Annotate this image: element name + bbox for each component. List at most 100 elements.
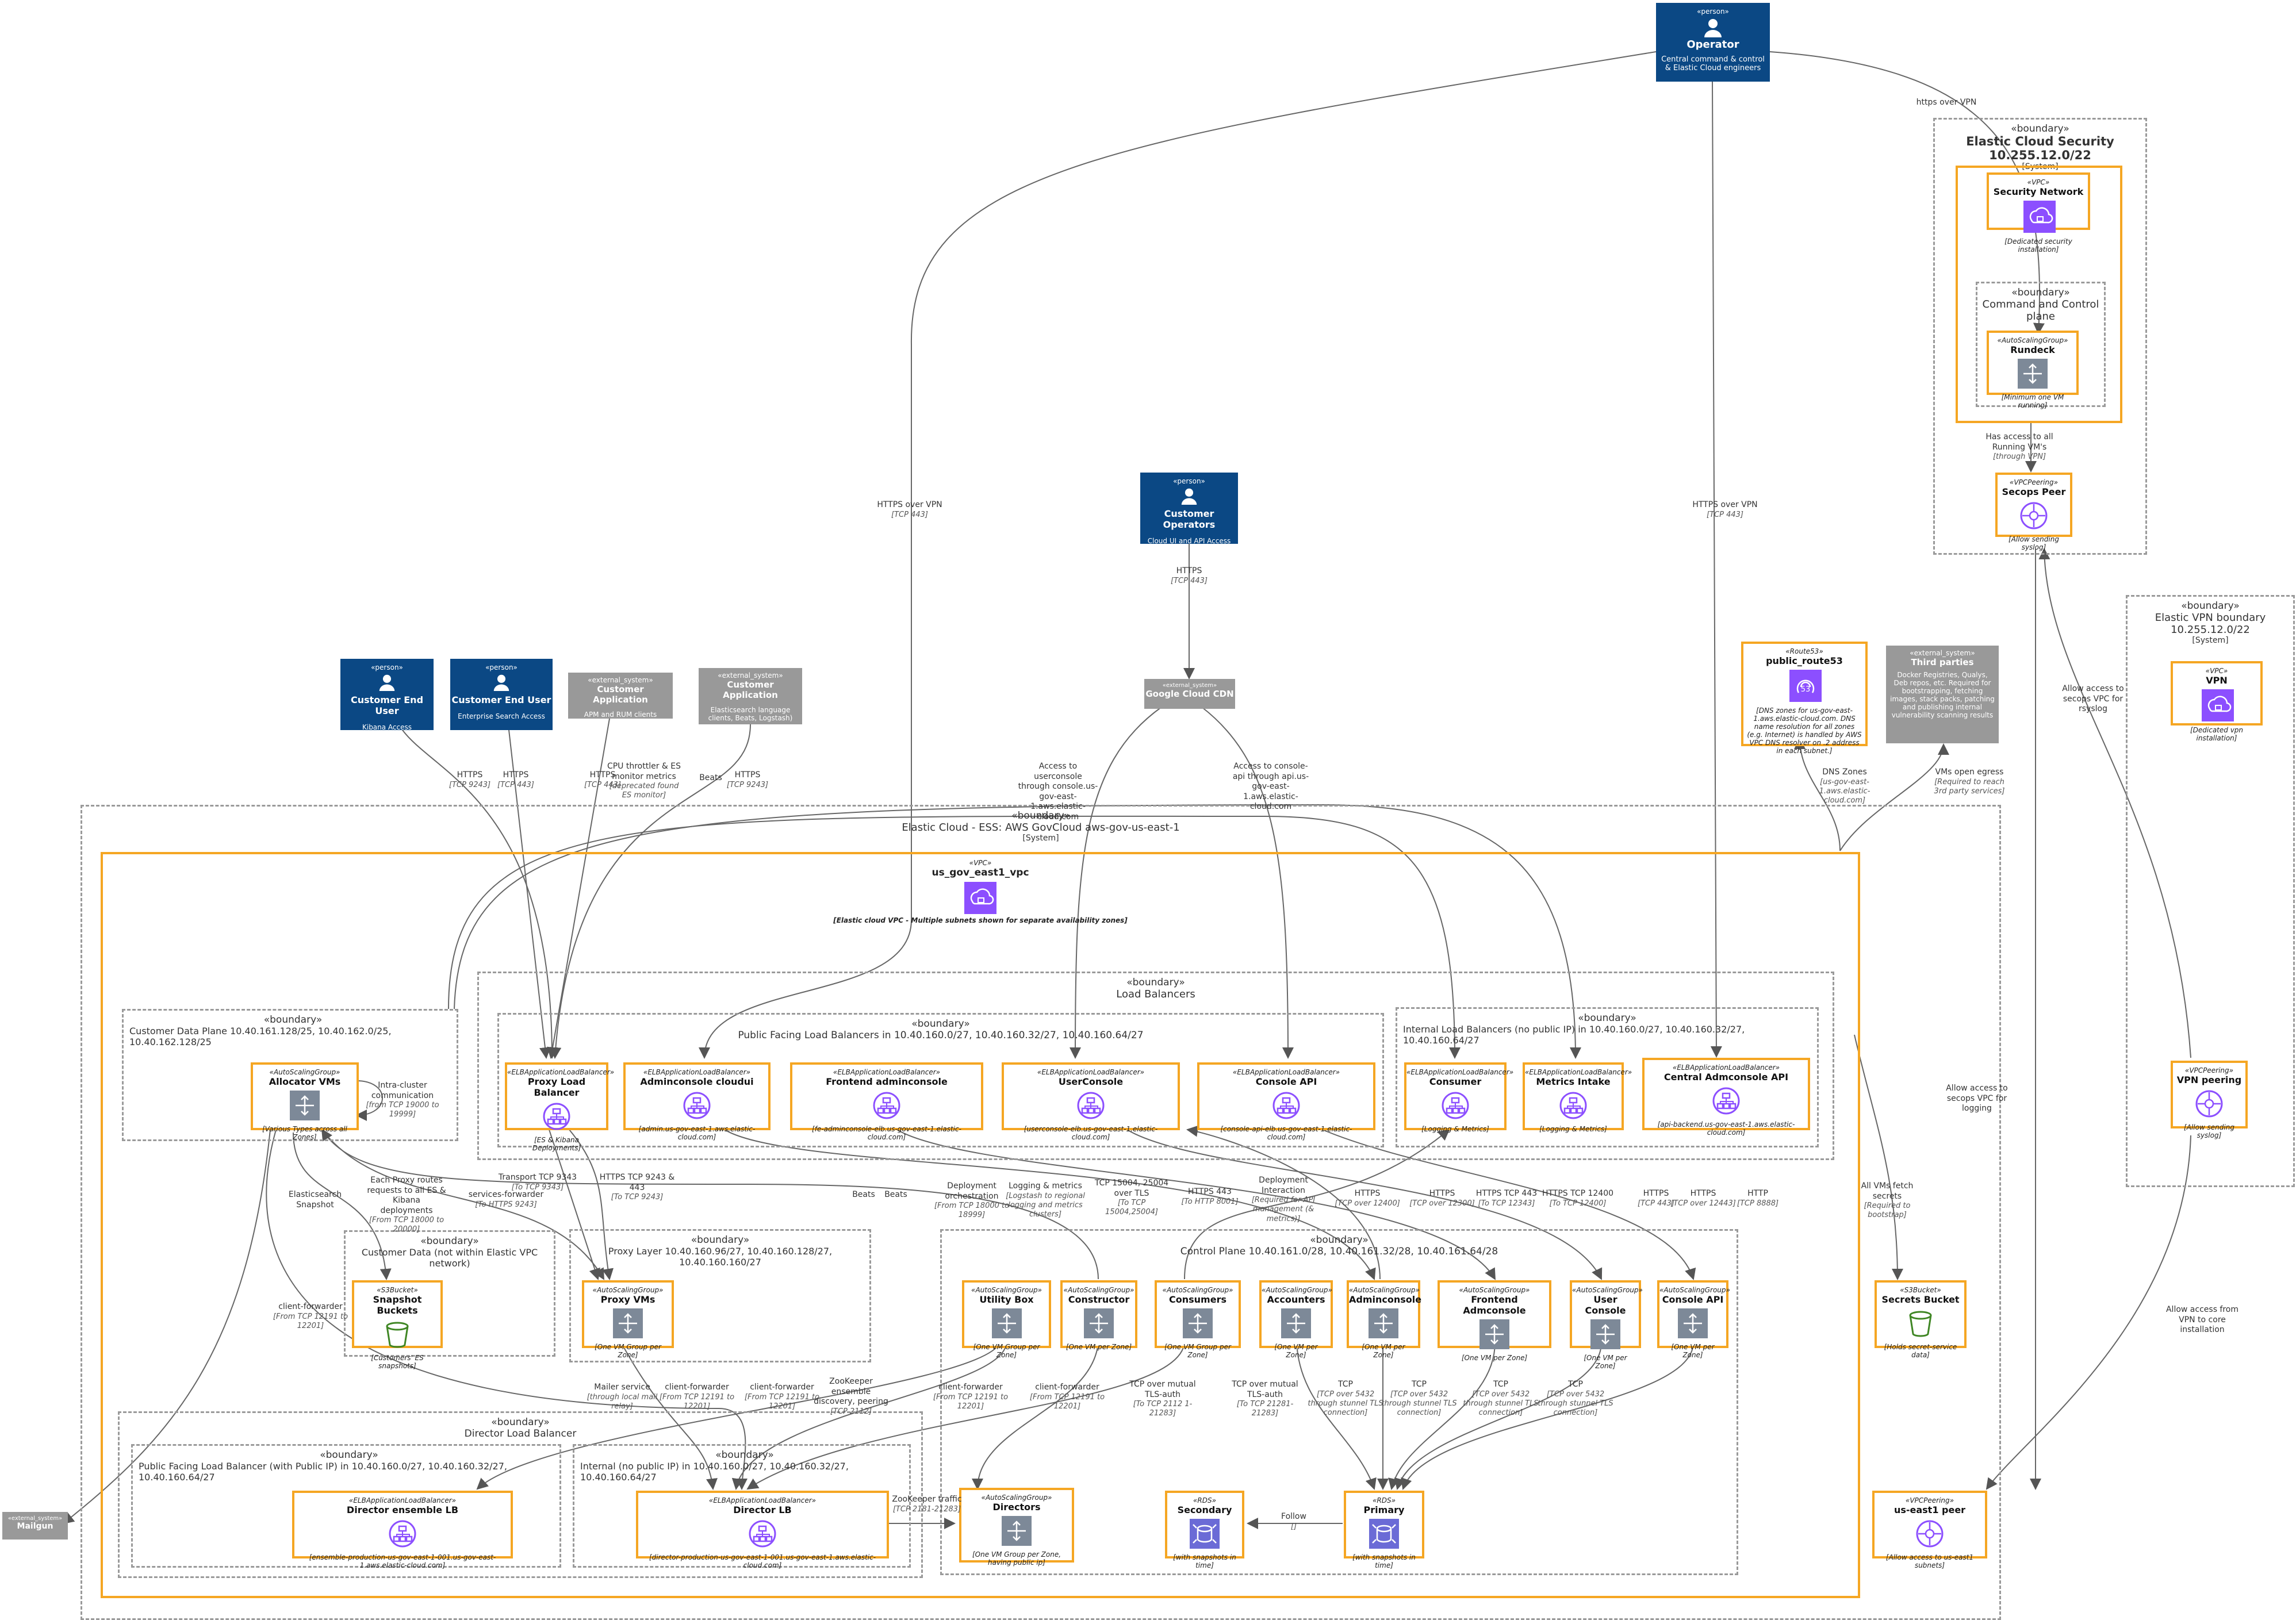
edge-label-text: HTTPS	[1429, 1189, 1455, 1198]
edge-capi-vm	[1322, 1129, 1696, 1280]
node-utility[interactable]: «AutoScalingGroup»Utility Box[One VM Gro…	[962, 1280, 1051, 1359]
external-title: Third parties	[1911, 657, 1974, 667]
external-es-app[interactable]: «external_system» Customer Application E…	[699, 668, 802, 724]
external-mailgun[interactable]: «external_system» Mailgun	[2, 1512, 68, 1540]
boundary-title: Proxy Layer 10.40.160.96/27, 10.40.160.1…	[608, 1246, 833, 1268]
edge-label-text: Beats	[699, 773, 722, 782]
node-title: Secops Peer	[2002, 486, 2066, 497]
edge-label-tech: [us-gov-east-1.aws.elastic-cloud.com]	[1819, 777, 1870, 805]
edge-label-text: HTTPS	[1690, 1189, 1716, 1198]
edge-label: CPU throttler & ES monitor metrics[depre…	[604, 762, 684, 801]
node-stereotype: «VPC»	[2027, 178, 2050, 186]
node-vpnpeer[interactable]: «VPCPeering»VPN peering[Allow sending sy…	[2171, 1061, 2248, 1139]
edge-label: Allow access from VPN to core installati…	[2162, 1305, 2243, 1335]
node-title: Director LB	[733, 1504, 792, 1515]
edge-label-tech: []	[1290, 1522, 1297, 1531]
person-title: Customer End User	[350, 694, 424, 716]
node-stereotype: «ELBApplicationLoadBalancer»	[1406, 1068, 1514, 1076]
node-dirlb[interactable]: «ELBApplicationLoadBalancer»Director LB[…	[636, 1491, 889, 1569]
node-plb[interactable]: «ELBApplicationLoadBalancer»Proxy Load B…	[505, 1062, 614, 1152]
node-ensemble[interactable]: «ELBApplicationLoadBalancer»Director ens…	[292, 1491, 513, 1569]
edge-label: Deployment orchestration[From TCP 18000 …	[932, 1181, 1012, 1220]
edge-label: client-forwarder[From TCP 12191 to 12201…	[742, 1383, 822, 1411]
person-enterprise-search-user[interactable]: «person» Customer End User Enterprise Se…	[450, 659, 553, 730]
person-kibana-user[interactable]: «person» Customer End User Kibana Access	[340, 659, 434, 731]
node-secondary[interactable]: «RDS»Secondary[with snapshots in time]	[1165, 1491, 1244, 1569]
node-secnet[interactable]: «VPC»Security Network[Dedicated security…	[1987, 172, 2090, 254]
edge-label-text: HTTPS	[1176, 566, 1202, 575]
external-stereotype: «external_system»	[588, 676, 653, 684]
node-title: Secrets Bucket	[1881, 1294, 1960, 1305]
node-desc: [Logging & Metrics]	[1421, 1125, 1489, 1133]
boundary-title: Control Plane 10.40.161.0/28, 10.40.161.…	[1180, 1246, 1498, 1257]
node-accountants[interactable]: «AutoScalingGroup»Accounters[One VM per …	[1259, 1280, 1333, 1359]
person-customer-operators[interactable]: «person» Customer Operators Cloud UI and…	[1140, 473, 1238, 545]
node-primary[interactable]: «RDS»Primary[with snapshots in time]	[1344, 1491, 1424, 1569]
node-stereotype: «VPC»	[2205, 667, 2228, 675]
node-stereotype: «AutoScalingGroup»	[1459, 1286, 1530, 1294]
edge-label: ZooKeeper traffic[TCP 2181-21283]	[887, 1495, 967, 1514]
node-adminconsole[interactable]: «AutoScalingGroup»Adminconsole[One VM pe…	[1347, 1280, 1421, 1359]
edge-label: client-forwarder[From TCP 12191 to 12201…	[270, 1302, 351, 1331]
elb-icon	[748, 1519, 777, 1551]
node-secpeer[interactable]: «VPCPeering»Secops Peer[Allow sending sy…	[1995, 473, 2072, 551]
edge-label-text: HTTPS	[589, 770, 616, 780]
edge-operator-centralapi	[1710, 80, 1722, 1058]
node-stereotype: «S3Bucket»	[377, 1286, 418, 1294]
boundary-title: Public Facing Load Balancers in 10.40.16…	[738, 1030, 1144, 1041]
node-consumer[interactable]: «ELBApplicationLoadBalancer»Consumer [Log…	[1404, 1062, 1514, 1133]
node-title: Secondary	[1177, 1504, 1232, 1515]
node-metrics[interactable]: «ELBApplicationLoadBalancer»Metrics Inta…	[1523, 1062, 1632, 1133]
node-directors[interactable]: «AutoScalingGroup»Directors[One VM Group…	[959, 1488, 1074, 1567]
edge-label: ZooKeeper ensemble discovery, peering[TC…	[811, 1377, 891, 1416]
node-secrets[interactable]: «S3Bucket»Secrets Bucket[Holds secret-se…	[1875, 1280, 1967, 1359]
external-google-cdn[interactable]: «external_system» Google Cloud CDN	[1144, 679, 1235, 709]
node-proxyvms[interactable]: «AutoScalingGroup»Proxy VMs[One VM Group…	[582, 1280, 674, 1359]
edge-plb-proxy	[549, 1129, 600, 1280]
node-title: Snapshot Buckets	[373, 1294, 422, 1316]
autoscaling-icon	[1678, 1308, 1708, 1341]
node-title: Consumer	[1429, 1076, 1482, 1087]
edge-cdp-consumer	[448, 815, 1461, 1059]
node-snap[interactable]: «S3Bucket»Snapshot Buckets[Customers' ES…	[352, 1280, 443, 1370]
edge-utility-dirlb	[731, 1342, 1007, 1490]
edge-label-tech: [TCP over 5432 through stunnel TLS conne…	[1308, 1389, 1383, 1418]
external-third-parties[interactable]: «external_system» Third parties Docker R…	[1886, 646, 1999, 743]
edge-label-tech: [TCP 2112]	[830, 1407, 872, 1416]
person-operator[interactable]: «person» Operator Central command & cont…	[1656, 3, 1770, 82]
node-consoleapivm[interactable]: «AutoScalingGroup»Console API[One VM per…	[1657, 1280, 1730, 1359]
edge-label-tech: [TCP over 12443]	[1670, 1199, 1736, 1208]
person-stereotype: «person»	[1697, 7, 1729, 16]
external-apm-app[interactable]: «external_system» Customer Application A…	[568, 673, 673, 719]
edge-label-tech: [TCP 443]	[584, 780, 621, 789]
node-feadmin[interactable]: «ELBApplicationLoadBalancer»Frontend adm…	[790, 1062, 983, 1141]
edge-label-text: HTTPS	[1643, 1189, 1669, 1198]
node-ucon[interactable]: «ELBApplicationLoadBalancer»UserConsole[…	[1002, 1062, 1180, 1141]
node-rundeck[interactable]: «AutoScalingGroup»Rundeck[Minimum one VM…	[1987, 331, 2079, 409]
edge-label: HTTPS TCP 12400[To TCP 12400]	[1538, 1189, 1618, 1208]
autoscaling-icon	[1183, 1308, 1213, 1341]
node-capi[interactable]: «ELBApplicationLoadBalancer»Console API[…	[1197, 1062, 1375, 1141]
edge-cdn-capi	[1201, 707, 1294, 1059]
vpc-title: us_gov_east1_vpc	[932, 867, 1029, 878]
node-title: Metrics Intake	[1536, 1076, 1611, 1087]
main-vpc-frame: «VPC» us_gov_east1_vpc [Elastic cloud VP…	[101, 852, 1860, 1598]
node-constructor[interactable]: «AutoScalingGroup»Constructor[One VM per…	[1060, 1280, 1137, 1351]
node-title: us-east1 peer	[1893, 1504, 1966, 1515]
vpc-stereotype: «VPC»	[969, 859, 992, 867]
node-adminui[interactable]: «ELBApplicationLoadBalancer»Adminconsole…	[623, 1062, 771, 1141]
node-consumers[interactable]: «AutoScalingGroup»Consumers[One VM Group…	[1155, 1280, 1241, 1359]
edge-proxyvms-dirlb	[620, 1342, 718, 1490]
node-centralapi[interactable]: «ELBApplicationLoadBalancer»Central Admc…	[1642, 1058, 1810, 1137]
edge-vpc-third	[1839, 743, 1949, 851]
edge-vpc-route53	[1794, 738, 1841, 851]
node-feadminvm[interactable]: «AutoScalingGroup»Frontend Admconsole[On…	[1438, 1280, 1551, 1362]
edge-label: Mailer service[through local mail relay]	[582, 1383, 662, 1411]
edge-label-text: CPU throttler & ES monitor metrics	[607, 762, 681, 781]
node-alloc[interactable]: «AutoScalingGroup»Allocator VMs[Various …	[251, 1062, 359, 1141]
node-userconsolevm[interactable]: «AutoScalingGroup»User Console[One VM pe…	[1570, 1280, 1643, 1370]
node-vpn[interactable]: «VPC»VPN[Dedicated vpn installation]	[2171, 661, 2263, 742]
edge-label-text: TCP	[1568, 1380, 1583, 1389]
node-useast1peer[interactable]: «VPCPeering»us-east1 peer[Allow access t…	[1872, 1491, 1987, 1569]
